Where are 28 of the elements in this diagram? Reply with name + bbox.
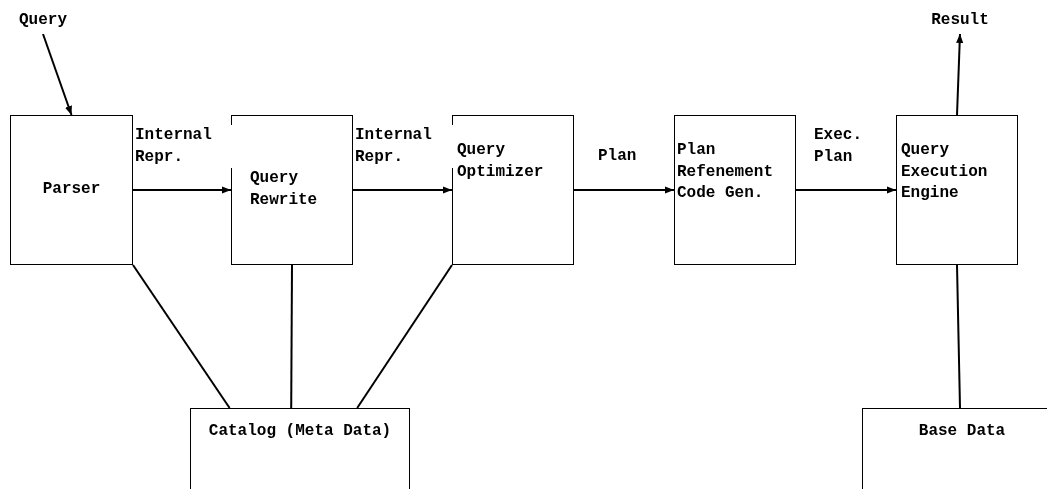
arrow	[132, 186, 232, 194]
node-label: Query Optimizer	[457, 140, 545, 183]
arrow	[956, 33, 964, 116]
process-box	[452, 115, 574, 265]
connector-line	[956, 264, 961, 409]
node-label: Parser	[42, 179, 101, 201]
edge-label: Internal Repr.	[135, 125, 233, 169]
node-label: Query Execution Engine	[901, 140, 989, 205]
connector-line	[132, 264, 231, 409]
node-label: Catalog (Meta Data)	[208, 421, 392, 442]
process-box	[896, 115, 1018, 265]
arrow	[795, 186, 897, 194]
process-box	[674, 115, 796, 265]
process-box	[10, 115, 133, 265]
arrow	[573, 186, 675, 194]
node-label: Plan Refenement Code Gen.	[677, 140, 774, 205]
node-label: Query	[19, 10, 67, 32]
process-box	[862, 408, 1047, 489]
connector-line	[290, 264, 293, 409]
node-label: Query Rewrite	[250, 168, 319, 211]
connector-line	[356, 264, 453, 409]
arrow	[42, 33, 73, 116]
edge-label: Internal Repr.	[355, 125, 453, 169]
arrow	[352, 186, 453, 194]
process-box	[231, 115, 353, 265]
node-label: Base Data	[918, 421, 1006, 442]
process-box	[190, 408, 410, 489]
node-label: Result	[931, 10, 989, 32]
